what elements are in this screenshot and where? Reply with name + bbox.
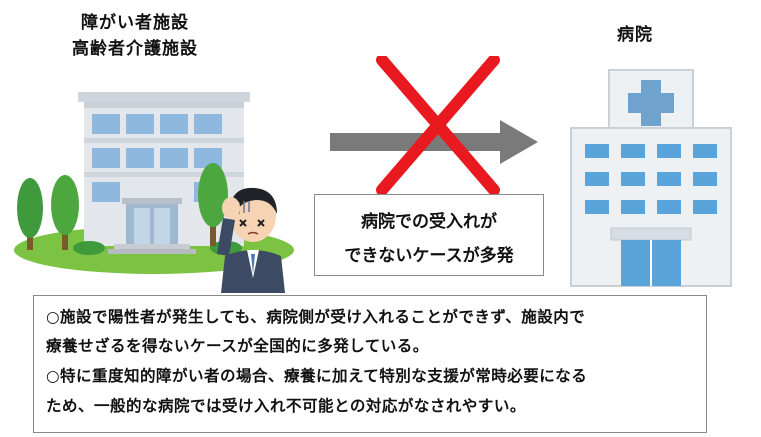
tree-icon [51, 175, 79, 250]
note-line3: ○特に重度知的障がい者の場合、療養に加えて特別な支援が常時必要になる [46, 367, 588, 385]
cross-x-icon [376, 56, 500, 194]
medical-cross-icon [628, 80, 674, 126]
callout-line1: 病院での受入れが [361, 212, 497, 232]
note-line1: ○施設で陽性者が発生しても、病院側が受け入れることができず、施設内で [46, 308, 586, 326]
note-line2: 療養せざるを得ないケースが全国的に多発している。 [46, 337, 429, 355]
worried-person-illustration [217, 187, 285, 293]
callout-line2: できないケースが多発 [344, 246, 514, 266]
hospital-label: 病院 [617, 25, 653, 45]
facility-label-line2: 高齢者介護施設 [72, 39, 198, 59]
tree-icon [198, 163, 228, 246]
tree-icon [17, 178, 43, 250]
notes-box: ○施設で陽性者が発生しても、病院側が受け入れることができず、施設内で 療養せざる… [33, 295, 707, 433]
hospital-building-illustration [570, 69, 732, 287]
facility-building-illustration [14, 92, 294, 274]
facility-label-line1: 障がい者施設 [81, 13, 189, 33]
callout-box: 病院での受入れが できないケースが多発 [314, 194, 544, 276]
note-line4: ため、一般的な病院では受け入れ不可能との対応がなされやすい。 [46, 397, 526, 415]
